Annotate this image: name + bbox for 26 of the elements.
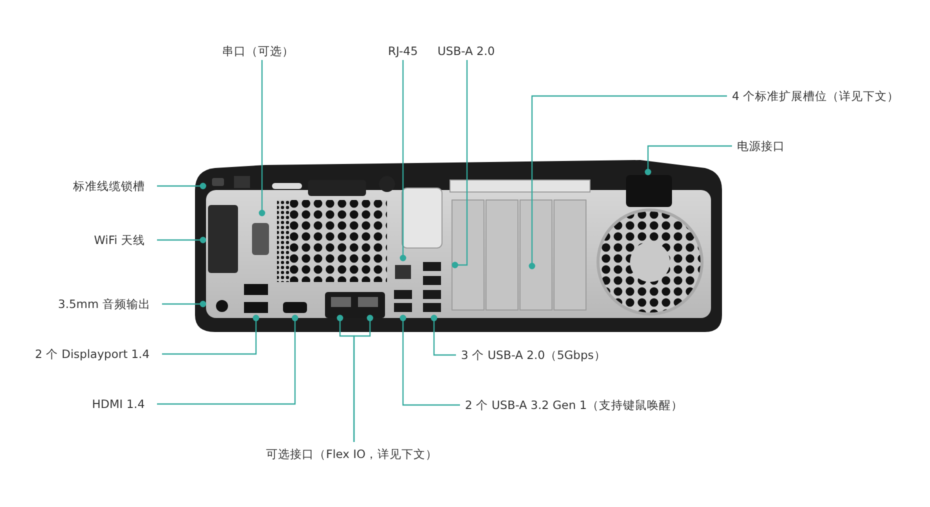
callout-label: HDMI 1.4	[92, 397, 145, 411]
callout-label: 串口（可选）	[222, 44, 294, 58]
callout-label: 标准线缆锁槽	[73, 179, 145, 193]
callout-label: USB-A 2.0	[438, 44, 495, 58]
leader-line	[430, 314, 456, 356]
leader-line	[157, 314, 298, 405]
leader-line	[400, 314, 460, 406]
leader-line	[162, 300, 206, 308]
callout-label: 2 个 Displayport 1.4	[35, 347, 150, 361]
leader-line	[258, 60, 266, 216]
callout-label: 可选接口（Flex IO，详见下文）	[266, 447, 438, 461]
leader-line	[157, 182, 206, 190]
callout-label: 4 个标准扩展槽位（详见下文）	[732, 89, 899, 103]
leader-line	[452, 60, 468, 268]
leader-line	[353, 314, 374, 442]
leader-line	[157, 236, 206, 244]
callout-label: WiFi 天线	[94, 233, 145, 247]
leader-line	[644, 145, 732, 176]
callout-label: 电源接口	[737, 139, 785, 153]
leader-line	[400, 60, 406, 262]
leader-line	[528, 95, 727, 270]
callout-label: RJ-45	[388, 44, 418, 58]
callout-label: 2 个 USB-A 3.2 Gen 1（支持键鼠唤醒）	[465, 398, 683, 412]
callout-label: 3.5mm 音频输出	[58, 297, 150, 311]
callout-label: 3 个 USB-A 2.0（5Gbps）	[461, 348, 606, 362]
leader-line	[162, 314, 260, 355]
